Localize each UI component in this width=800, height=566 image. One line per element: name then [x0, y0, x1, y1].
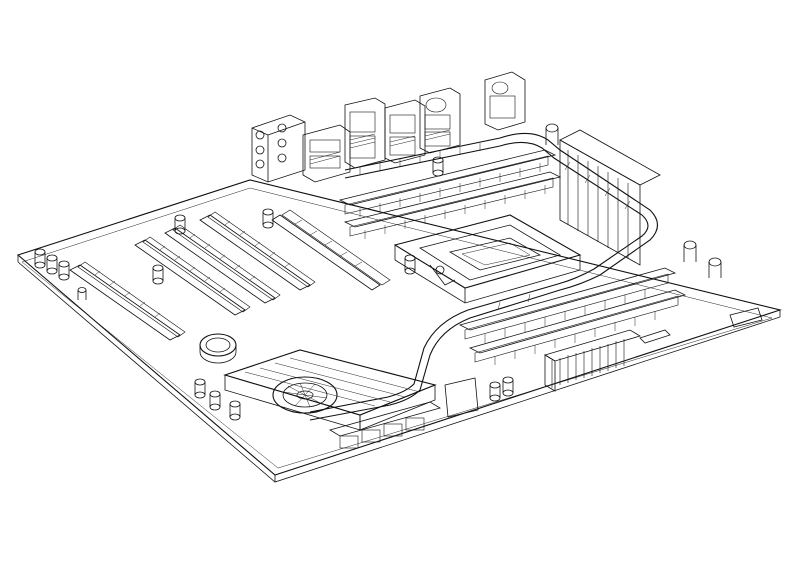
power-connector	[444, 307, 763, 418]
cpu-socket	[393, 214, 582, 304]
pcb-board	[16, 179, 783, 483]
chipset-heatsink-fan	[223, 349, 442, 449]
audio-jack-block	[251, 114, 306, 183]
usb-port-stacks	[302, 71, 526, 183]
io-ports	[251, 71, 526, 183]
vrm-heatsink	[545, 123, 722, 278]
cmos-battery	[199, 333, 237, 364]
pcie-slots	[69, 211, 316, 341]
io-hatching	[309, 129, 451, 165]
capacitors	[34, 156, 514, 421]
ram-slots	[271, 149, 687, 365]
